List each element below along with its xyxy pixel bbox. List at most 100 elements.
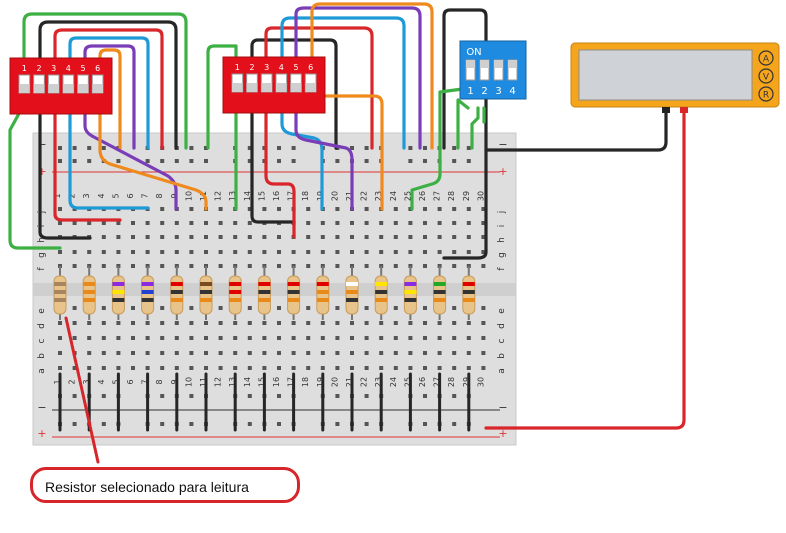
jumper-wire — [250, 38, 338, 150]
rail-hole — [189, 422, 194, 426]
rail-hole — [204, 146, 208, 150]
column-number-bottom: 4 — [97, 379, 106, 384]
terminal-hole — [408, 250, 413, 254]
terminal-hole — [481, 306, 486, 310]
column-number-bottom: 19 — [316, 377, 325, 387]
dip-switch-left-switch-knob — [48, 84, 59, 93]
terminal-hole — [116, 235, 121, 239]
resistor-band — [433, 290, 446, 294]
multimeter-com-terminal — [662, 107, 670, 113]
terminal-hole — [174, 351, 179, 355]
column-number-top: 7 — [141, 193, 150, 198]
caption-text: Resistor selecionado para leitura — [45, 479, 249, 495]
terminal-hole — [335, 336, 340, 340]
rail-hole — [335, 422, 340, 426]
resistor-band — [112, 282, 125, 286]
row-letter-right: g — [497, 252, 507, 258]
terminal-hole — [466, 250, 471, 254]
rail-hole — [72, 394, 77, 398]
terminal-hole — [101, 336, 106, 340]
terminal-hole — [393, 321, 398, 325]
terminal-hole — [277, 306, 281, 310]
dip-switch-right-on-label: ON — [466, 47, 481, 58]
terminal-hole — [262, 235, 267, 239]
dip-switch-mid-switch-knob — [305, 83, 316, 92]
rail-hole — [364, 394, 369, 398]
terminal-hole — [131, 366, 135, 370]
terminal-hole — [481, 264, 486, 268]
terminal-hole — [277, 321, 281, 325]
dip-switch-left-label: 3 — [51, 64, 56, 73]
terminal-hole — [379, 250, 384, 254]
jumper-wire — [98, 48, 122, 150]
terminal-hole — [335, 321, 340, 325]
rail-hole — [452, 159, 457, 163]
terminal-hole — [204, 235, 208, 239]
terminal-hole — [233, 366, 238, 370]
resistor-band — [200, 298, 212, 302]
row-letter-left: g — [37, 252, 47, 258]
resistor-band — [375, 290, 388, 294]
terminal-hole — [101, 321, 106, 325]
terminal-hole — [262, 351, 267, 355]
terminal-hole — [233, 321, 238, 325]
jumper-wire — [68, 108, 150, 210]
terminal-hole — [189, 250, 194, 254]
terminal-hole — [291, 351, 296, 355]
terminal-hole — [58, 250, 62, 254]
resistor-band — [200, 290, 212, 294]
rail-hole — [350, 146, 354, 150]
rail-plus-label-bottom-right: + — [498, 427, 507, 440]
dip-switch-mid-label: 4 — [279, 63, 284, 72]
column-number-top: 24 — [389, 191, 398, 201]
terminal-hole — [160, 321, 165, 325]
dip-switch-mid-label: 3 — [264, 63, 269, 72]
jumper-wire — [38, 108, 92, 240]
rail-minus-label-bottom-right: − — [498, 401, 507, 414]
rail-hole — [335, 159, 340, 163]
terminal-hole — [408, 351, 413, 355]
resistor-body — [403, 275, 417, 315]
terminal-hole — [204, 321, 208, 325]
terminal-hole — [335, 235, 340, 239]
terminal-hole — [145, 235, 150, 239]
rail-hole — [160, 394, 165, 398]
terminal-hole — [364, 336, 369, 340]
terminal-hole — [160, 235, 165, 239]
column-number-bottom: 10 — [184, 377, 193, 387]
terminal-hole — [481, 250, 486, 254]
rail-hole — [116, 159, 121, 163]
terminal-hole — [189, 366, 194, 370]
rail-hole — [189, 159, 194, 163]
terminal-hole — [116, 336, 121, 340]
column-number-bottom: 6 — [126, 379, 135, 384]
terminal-hole — [379, 351, 384, 355]
terminal-hole — [393, 366, 398, 370]
terminal-hole — [423, 207, 427, 211]
row-letter-left: b — [37, 353, 47, 359]
terminal-hole — [72, 250, 77, 254]
row-letter-left: d — [37, 323, 47, 329]
terminal-hole — [218, 306, 223, 310]
terminal-hole — [72, 264, 77, 268]
terminal-hole — [160, 351, 165, 355]
jumper-wire — [442, 8, 488, 260]
row-letter-left: h — [37, 237, 47, 243]
row-letter-left: a — [37, 368, 47, 374]
column-number-bottom: 27 — [433, 377, 442, 387]
jumper-wire — [83, 108, 178, 211]
rail-hole — [72, 159, 77, 163]
terminal-hole — [145, 366, 150, 370]
terminal-hole — [277, 366, 281, 370]
column-number-bottom: 12 — [214, 377, 223, 387]
column-number-bottom: 3 — [82, 379, 91, 384]
rail-hole — [466, 159, 471, 163]
terminal-hole — [116, 366, 121, 370]
terminal-hole — [320, 366, 325, 370]
terminal-hole — [393, 351, 398, 355]
terminal-hole — [379, 235, 384, 239]
terminal-hole — [87, 351, 92, 355]
terminal-hole — [393, 221, 398, 225]
terminal-hole — [247, 250, 252, 254]
